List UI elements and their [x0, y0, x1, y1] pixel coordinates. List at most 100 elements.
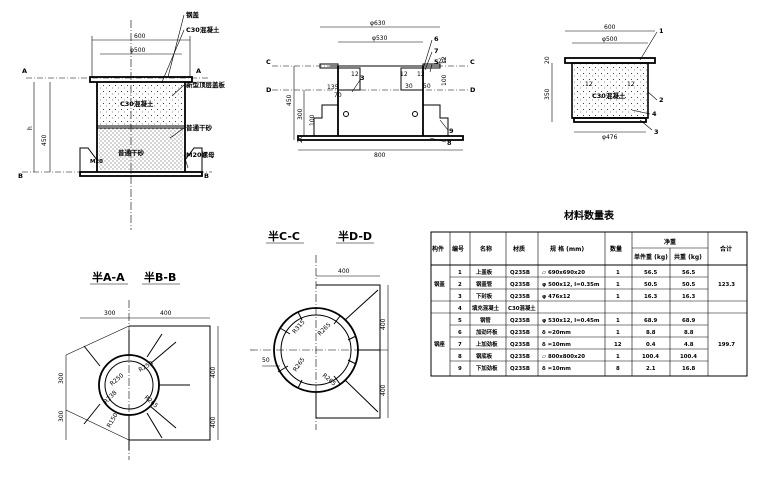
th-no: 编号 — [452, 245, 464, 253]
elev-bolt-left: M20 — [90, 159, 103, 165]
table-row: 2 钢盖管 Q235B φ 500x12, l=0.35m 1 50.5 50.… — [458, 280, 696, 288]
cell-qty: 1 — [616, 294, 620, 300]
cell-no: 2 — [458, 282, 462, 288]
cell-no: 7 — [458, 342, 462, 348]
sec-dim-h1: 450 — [286, 94, 293, 106]
cell-material: Q235B — [510, 294, 530, 300]
sec-dim-t5: 30 — [405, 83, 413, 90]
cell-no: 6 — [458, 330, 462, 336]
ab-dim-h4: 400 — [210, 416, 217, 428]
cell-material: Q235B — [510, 270, 530, 276]
cell-unit-w: 16.3 — [644, 294, 658, 300]
sec-dim-t4: 70 — [334, 92, 342, 99]
sec-callout-6: 6 — [434, 35, 439, 43]
cell-unit-w: 0.4 — [646, 342, 656, 348]
cell-qty: 1 — [616, 330, 620, 336]
group-label-base: 钢座 — [434, 340, 445, 348]
cell-spec: φ 476x12 — [542, 294, 571, 300]
cell-name: 钢管 — [480, 316, 491, 324]
cell-no: 1 — [458, 270, 462, 276]
elev-center-label: C30混凝土 — [120, 99, 154, 108]
cap-dim-side: 20 — [544, 56, 551, 64]
cd-radius-1: R265 — [316, 321, 332, 337]
sec-dim-t1: 12 — [351, 71, 359, 78]
elev-mark-a-right: A — [196, 67, 201, 75]
table-row: 1 上盖板 Q235B ▱ 690x690x20 1 56.5 56.5 — [458, 268, 696, 276]
cell-qty: 1 — [616, 270, 620, 276]
cell-total-w: 68.9 — [682, 318, 696, 324]
sec-dim-inner: φ530 — [372, 35, 388, 42]
cell-total-w: 56.5 — [682, 270, 696, 276]
cd-dim-r1: 400 — [380, 318, 387, 330]
cell-total-w: 16.3 — [682, 294, 696, 300]
th-weight: 净重 — [664, 238, 676, 246]
view-c-title: 半C-C — [268, 229, 300, 243]
cell-name: 下封板 — [476, 292, 493, 300]
view-cd: 半C-C 半D-D 400 50 400 400 R315 R265 R265 … — [250, 229, 390, 430]
cap-dim-t: 12 — [585, 81, 593, 88]
cap-callout-1: 1 — [659, 27, 664, 35]
sec-dim-base: 800 — [374, 152, 386, 159]
cap-dim-top: 600 — [604, 24, 616, 31]
table-row: 4 填充混凝土 C30混凝土 — [458, 304, 536, 312]
cap-dim-h: 350 — [544, 88, 551, 100]
ab-radius-4: R150 — [106, 412, 120, 429]
cell-spec: δ =10mm — [542, 366, 571, 372]
table-row: 8 钢底板 Q235B ▱ 800x800x20 1 100.4 100.4 — [458, 352, 697, 360]
cap-dim-t2: 12 — [627, 81, 635, 88]
cell-material: Q235B — [510, 282, 530, 288]
cell-spec: φ 500x12, l=0.35m — [542, 282, 600, 288]
elevation-view: 600 φ500 C30混凝土 普通干砂 M20 A A B B 450 h — [18, 10, 226, 230]
table-row: 9 下加劲板 Q235B δ =10mm 8 2.1 16.8 — [458, 364, 696, 372]
cell-no: 9 — [458, 366, 462, 372]
cell-name: 钢底板 — [476, 352, 493, 360]
cell-spec: ▱ 690x690x20 — [542, 270, 585, 276]
table-row: 6 加劲环板 Q235B δ =20mm 1 8.8 8.8 — [458, 328, 694, 336]
elev-mark-b-right: B — [204, 172, 209, 180]
elev-dim-tick: h — [27, 126, 34, 130]
th-qty: 数量 — [610, 245, 622, 253]
cd-radius-0: R315 — [291, 319, 307, 336]
material-table: 材料数量表 构件 编号 名称 材质 规 格 (mm) 数量 净重 单件重 (kg… — [430, 209, 748, 377]
view-ab: 半A-A 半B-B 300 400 300 300 400 400 R250 — [58, 270, 219, 460]
sec-callout-8: 8 — [447, 139, 452, 147]
section-cd-view: φ630 φ530 C C D D 800 450 300 100 — [266, 20, 476, 159]
cell-qty: 1 — [616, 354, 620, 360]
th-material: 材质 — [512, 245, 525, 253]
elev-callout-nut: M20螺母 — [186, 150, 215, 159]
cell-material: Q235B — [510, 318, 530, 324]
th-unit-w: 单件重 (kg) — [634, 253, 668, 261]
elev-callout-sand: 普通干砂 — [186, 123, 213, 132]
ab-radius-0: R250 — [109, 372, 126, 388]
sec-callout-5: 5 — [434, 58, 439, 66]
table-title: 材料数量表 — [564, 209, 615, 222]
cell-unit-w: 100.4 — [642, 354, 659, 360]
cell-spec: ▱ 800x800x20 — [542, 354, 585, 360]
sec-mark-c-right: C — [470, 58, 475, 66]
ab-radius-1: R253 — [138, 360, 155, 374]
sec-dim-t8: 20 — [438, 58, 446, 65]
cap-callout-3: 3 — [654, 128, 659, 136]
elev-mark-a-left: A — [22, 67, 27, 75]
elev-callout-top-plate: 新型顶层盖板 — [186, 80, 226, 89]
sec-dim-outer: φ630 — [370, 20, 386, 27]
sec-dim-t10: 100 — [441, 74, 448, 86]
sec-callout-7: 7 — [434, 47, 439, 55]
cell-material: Q235B — [510, 354, 530, 360]
cap-center-label: C30混凝土 — [592, 91, 626, 100]
cell-total-w: 50.5 — [682, 282, 696, 288]
cell-material: Q235B — [510, 330, 530, 336]
ab-dim-w2: 400 — [160, 310, 172, 317]
cell-no: 5 — [458, 318, 462, 324]
group-sum-base: 199.7 — [718, 342, 735, 348]
cell-unit-w: 56.5 — [644, 270, 658, 276]
cell-name: 上盖板 — [476, 268, 493, 276]
cell-unit-w: 2.1 — [646, 366, 656, 372]
cell-name: 下加劲板 — [476, 364, 498, 372]
cd-dim-r2: 400 — [380, 384, 387, 396]
sec-mark-d-right: D — [470, 86, 476, 94]
ab-dim-h1: 300 — [58, 372, 65, 384]
view-d-title: 半D-D — [338, 229, 372, 243]
cap-dim-bot: φ476 — [602, 134, 618, 141]
